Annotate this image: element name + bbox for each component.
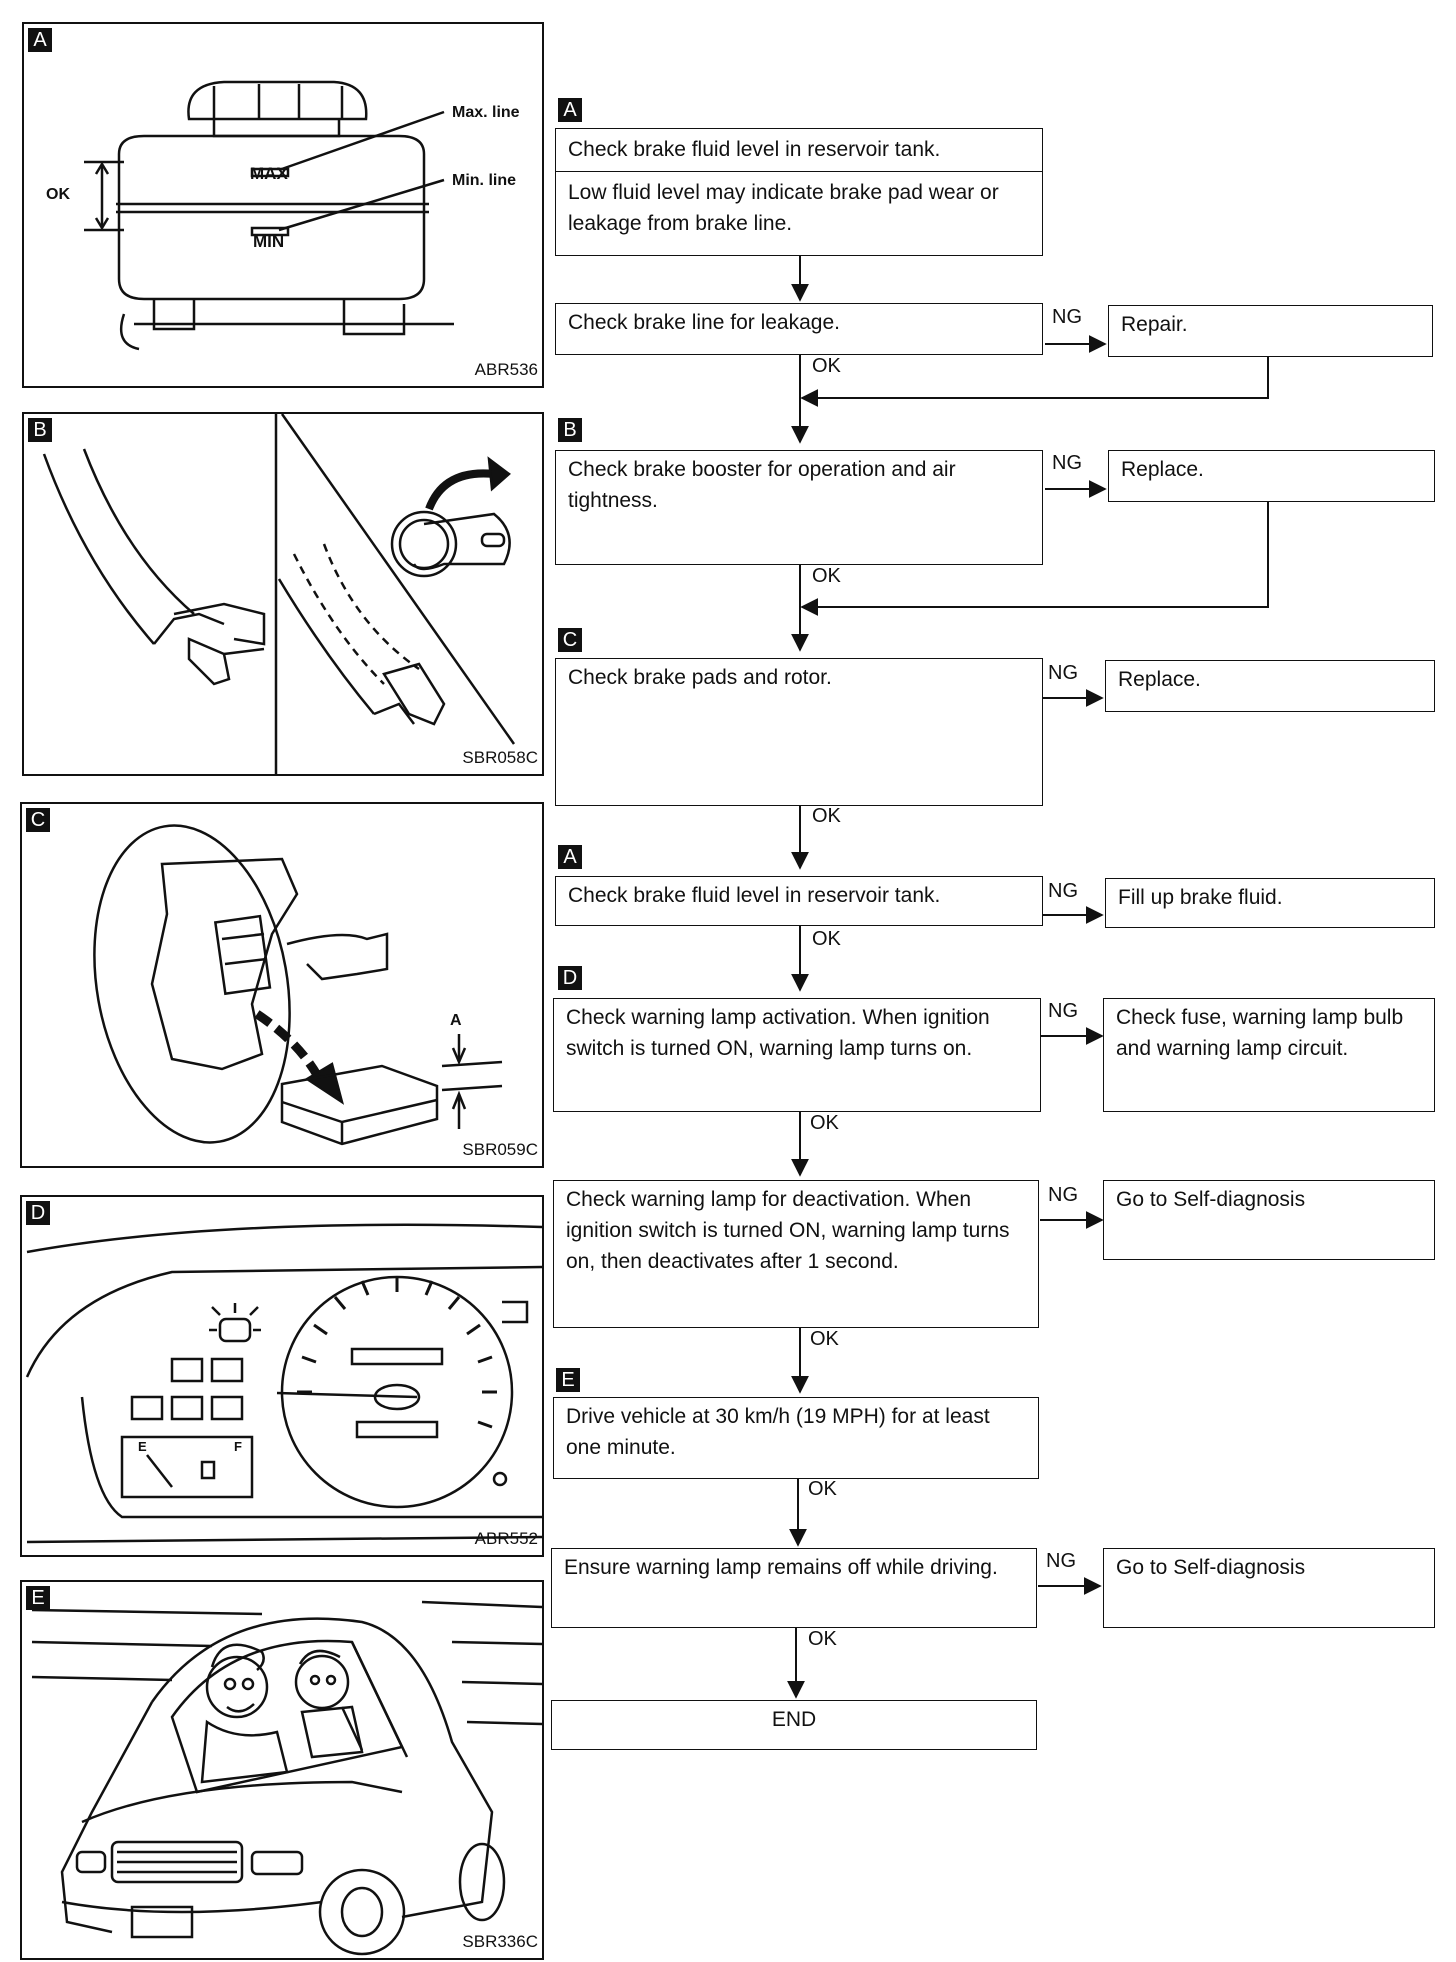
figure-letter: A: [28, 28, 52, 52]
ng-action-text: Replace.: [1118, 668, 1201, 691]
step-text: Ensure warning lamp remains off while dr…: [564, 1556, 998, 1579]
figure-code: SBR059C: [462, 1140, 538, 1159]
step-text: Check brake pads and rotor.: [568, 666, 832, 689]
end-box: END: [551, 1700, 1037, 1750]
figure-letter: D: [26, 1201, 50, 1225]
ok-label: OK: [812, 355, 841, 377]
fuel-gauge-empty-label: E: [138, 1439, 147, 1454]
drive-vehicle-box: Drive vehicle at 30 km/h (19 MPH) for at…: [553, 1397, 1039, 1479]
figure-code: ABR552: [474, 1529, 538, 1548]
figure-code: ABR536: [474, 360, 538, 379]
ng-action-text: Go to Self-diagnosis: [1116, 1556, 1306, 1579]
figure-code: SBR058C: [462, 748, 538, 767]
figure-code: SBR336C: [462, 1932, 538, 1951]
ok-label: OK: [812, 928, 841, 950]
ng-label: NG: [1046, 1550, 1076, 1572]
end-text: END: [771, 1708, 817, 1731]
ng-label: NG: [1048, 1000, 1078, 1022]
pad-thickness-label: A: [450, 1012, 462, 1029]
step-letter: C: [558, 628, 582, 652]
figure-letter: E: [26, 1586, 50, 1610]
figure-letter: C: [26, 808, 50, 832]
step-letter: A: [558, 98, 582, 122]
ng-action-text: Repair.: [1121, 313, 1188, 336]
max-line-label: Max. line: [452, 104, 520, 121]
figure-panel-b: B SBR058C: [22, 412, 544, 776]
figure-panel-d: D: [20, 1195, 544, 1557]
fill-fluid-box: Fill up brake fluid.: [1105, 878, 1435, 928]
ok-range-label: OK: [46, 186, 70, 203]
self-diagnosis-box: Go to Self-diagnosis: [1103, 1548, 1435, 1628]
reservoir-tank-illustration: [84, 80, 454, 351]
step-letter: B: [558, 418, 582, 442]
check-brake-pads-box: Check brake pads and rotor.: [555, 658, 1043, 806]
ok-label: OK: [810, 1328, 839, 1350]
ok-label: OK: [812, 565, 841, 587]
max-mark-label: MAX: [250, 164, 288, 183]
ng-action-text: Check fuse, warning lamp bulb and warnin…: [1116, 1006, 1404, 1060]
figure-panel-a: A Max. line: [22, 22, 544, 388]
min-line-label: Min. line: [452, 172, 516, 189]
ng-label: NG: [1048, 1184, 1078, 1206]
step-text: Check warning lamp for deactivation. Whe…: [566, 1188, 1010, 1273]
replace-box: Replace.: [1108, 450, 1435, 502]
step-text: Drive vehicle at 30 km/h (19 MPH) for at…: [566, 1405, 990, 1459]
ok-label: OK: [808, 1628, 837, 1650]
check-fuse-box: Check fuse, warning lamp bulb and warnin…: [1103, 998, 1435, 1112]
recheck-fluid-level-box: Check brake fluid level in reservoir tan…: [555, 876, 1043, 926]
ng-action-text: Replace.: [1121, 458, 1204, 481]
check-lamp-activation-box: Check warning lamp activation. When igni…: [553, 998, 1041, 1112]
return-line: [800, 356, 1269, 407]
return-line: [800, 500, 1269, 616]
ok-label: OK: [812, 805, 841, 827]
repair-box: Repair.: [1108, 305, 1433, 357]
brake-pedal-and-key-illustration: [42, 414, 516, 774]
step-text: Check brake fluid level in reservoir tan…: [568, 884, 941, 907]
brake-pad-inspection-illustration: [93, 824, 503, 1146]
step-letter: D: [558, 966, 582, 990]
check-brake-line-box: Check brake line for leakage.: [555, 303, 1043, 355]
instrument-cluster-illustration: [25, 1223, 542, 1544]
step-letter: A: [558, 845, 582, 869]
ng-label: NG: [1052, 306, 1082, 328]
replace-box: Replace.: [1105, 660, 1435, 712]
ng-action-text: Go to Self-diagnosis: [1116, 1188, 1306, 1211]
step-text: Check brake line for leakage.: [568, 311, 840, 334]
ng-label: NG: [1048, 662, 1078, 684]
figure-panel-e: E: [20, 1580, 544, 1960]
driving-car-illustration: [31, 1600, 542, 1956]
ng-action-text: Fill up brake fluid.: [1118, 886, 1283, 909]
step-text: Check warning lamp activation. When igni…: [566, 1006, 990, 1060]
fuel-gauge-full-label: F: [234, 1439, 242, 1454]
step-note: Low fluid level may indicate brake pad w…: [568, 181, 999, 235]
ok-label: OK: [808, 1478, 837, 1500]
check-lamp-deactivation-box: Check warning lamp for deactivation. Whe…: [553, 1180, 1039, 1328]
ng-label: NG: [1052, 452, 1082, 474]
ok-label: OK: [810, 1112, 839, 1134]
box-divider: [556, 171, 1042, 172]
step-text: Check brake booster for operation and ai…: [568, 458, 956, 512]
ng-label: NG: [1048, 880, 1078, 902]
check-fluid-level-box: Check brake fluid level in reservoir tan…: [555, 128, 1043, 256]
step-title: Check brake fluid level in reservoir tan…: [568, 138, 941, 161]
self-diagnosis-box: Go to Self-diagnosis: [1103, 1180, 1435, 1260]
step-letter: E: [556, 1368, 580, 1392]
check-brake-booster-box: Check brake booster for operation and ai…: [555, 450, 1043, 565]
figure-letter: B: [28, 418, 52, 442]
figure-panel-c: C A SBR059C: [20, 802, 544, 1168]
min-mark-label: MIN: [253, 232, 285, 251]
lamp-remains-off-box: Ensure warning lamp remains off while dr…: [551, 1548, 1037, 1628]
